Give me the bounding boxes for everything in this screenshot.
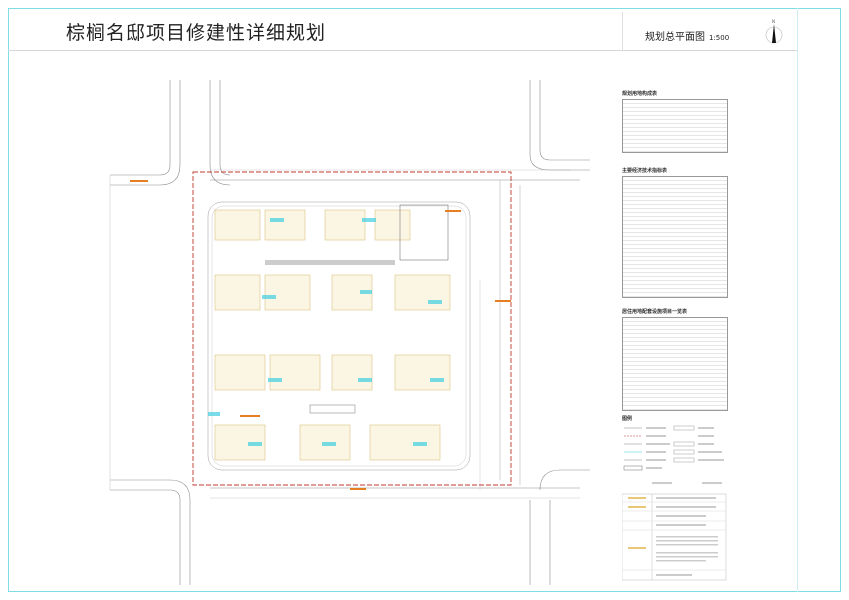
header-separator	[622, 12, 623, 50]
site-boundary	[192, 171, 512, 486]
facilities-table	[622, 317, 728, 411]
svg-text:N: N	[772, 19, 775, 24]
annotation-marks	[130, 180, 511, 490]
indicator-table	[622, 176, 728, 298]
sheet-name: 规划总平面图	[645, 32, 705, 43]
north-arrow-icon: N	[765, 19, 783, 44]
binding-margin-line	[797, 8, 798, 592]
road-lines	[109, 80, 590, 585]
facilities-table-title: 居住用地配套设施项目一览表	[622, 309, 688, 315]
legend	[621, 425, 727, 581]
info-panel: 规划用地构成表 主要经济技术指标表 居住用地配套设施项目一览表 图例	[621, 88, 728, 586]
water-features	[208, 218, 444, 446]
land-use-table-title: 规划用地构成表	[622, 91, 658, 97]
header-divider	[8, 50, 797, 51]
indicator-table-title: 主要经济技术指标表	[622, 168, 668, 174]
drawing-frame	[8, 8, 841, 592]
sheet-title: 规划总平面图 1:500	[645, 28, 729, 43]
site-plan	[109, 80, 590, 585]
residential-buildings	[214, 209, 451, 461]
land-use-table	[622, 99, 728, 153]
parking-ramp	[265, 260, 395, 265]
scale-label: 1:500	[709, 34, 730, 42]
project-title: 棕榈名邸项目修建性详细规划	[66, 22, 327, 44]
entrance-ramp	[309, 404, 356, 414]
club-building	[399, 204, 449, 261]
legend-title: 图例	[622, 416, 633, 422]
